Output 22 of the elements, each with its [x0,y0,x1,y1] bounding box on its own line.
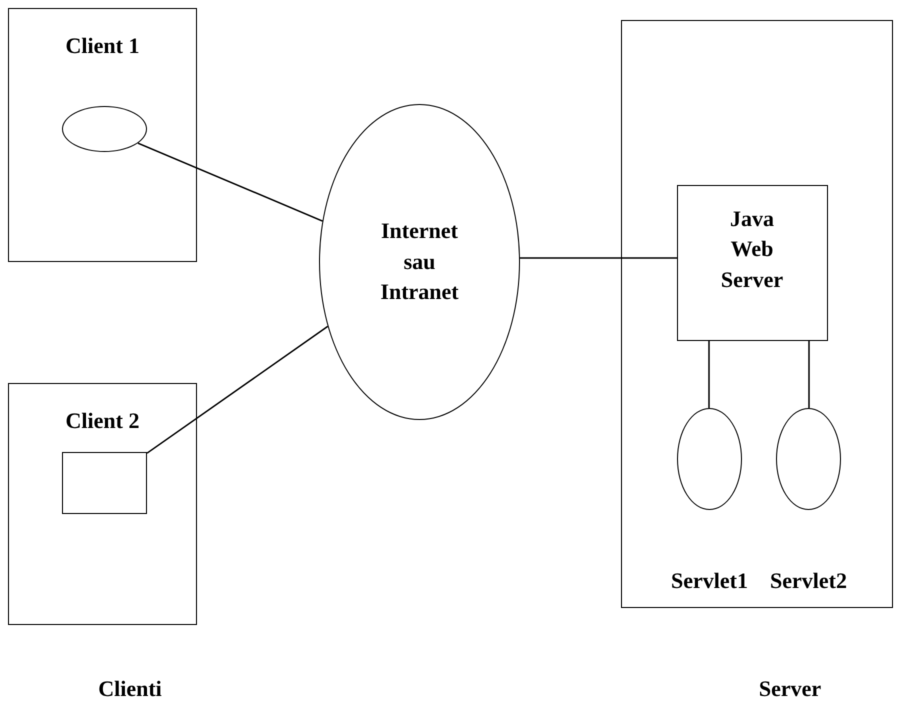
connector-line [138,142,323,222]
node-label: Java Web Server [720,204,784,294]
connector-line [708,341,710,408]
group-caption: Server [758,676,822,702]
servlet-label: Servlet1 [670,568,749,594]
rectangle-shape [621,20,893,608]
connector-line [520,257,677,259]
group-box [8,383,197,625]
ellipse-shape [676,408,742,510]
servlet-label: Servlet2 [769,568,848,594]
ellipse-shape [62,106,146,152]
node-label: Internet sau Intranet [379,216,460,306]
connector-line [146,326,328,454]
connector-line [808,341,810,408]
process-box [676,184,828,340]
ellipse-shape [776,408,840,510]
container-title: Client 1 [64,32,140,60]
network-ellipse [319,104,520,420]
rectangle-shape [62,452,146,514]
group-box [8,8,197,262]
group-caption: Clienti [97,676,163,702]
container-title: Client 2 [64,407,140,435]
